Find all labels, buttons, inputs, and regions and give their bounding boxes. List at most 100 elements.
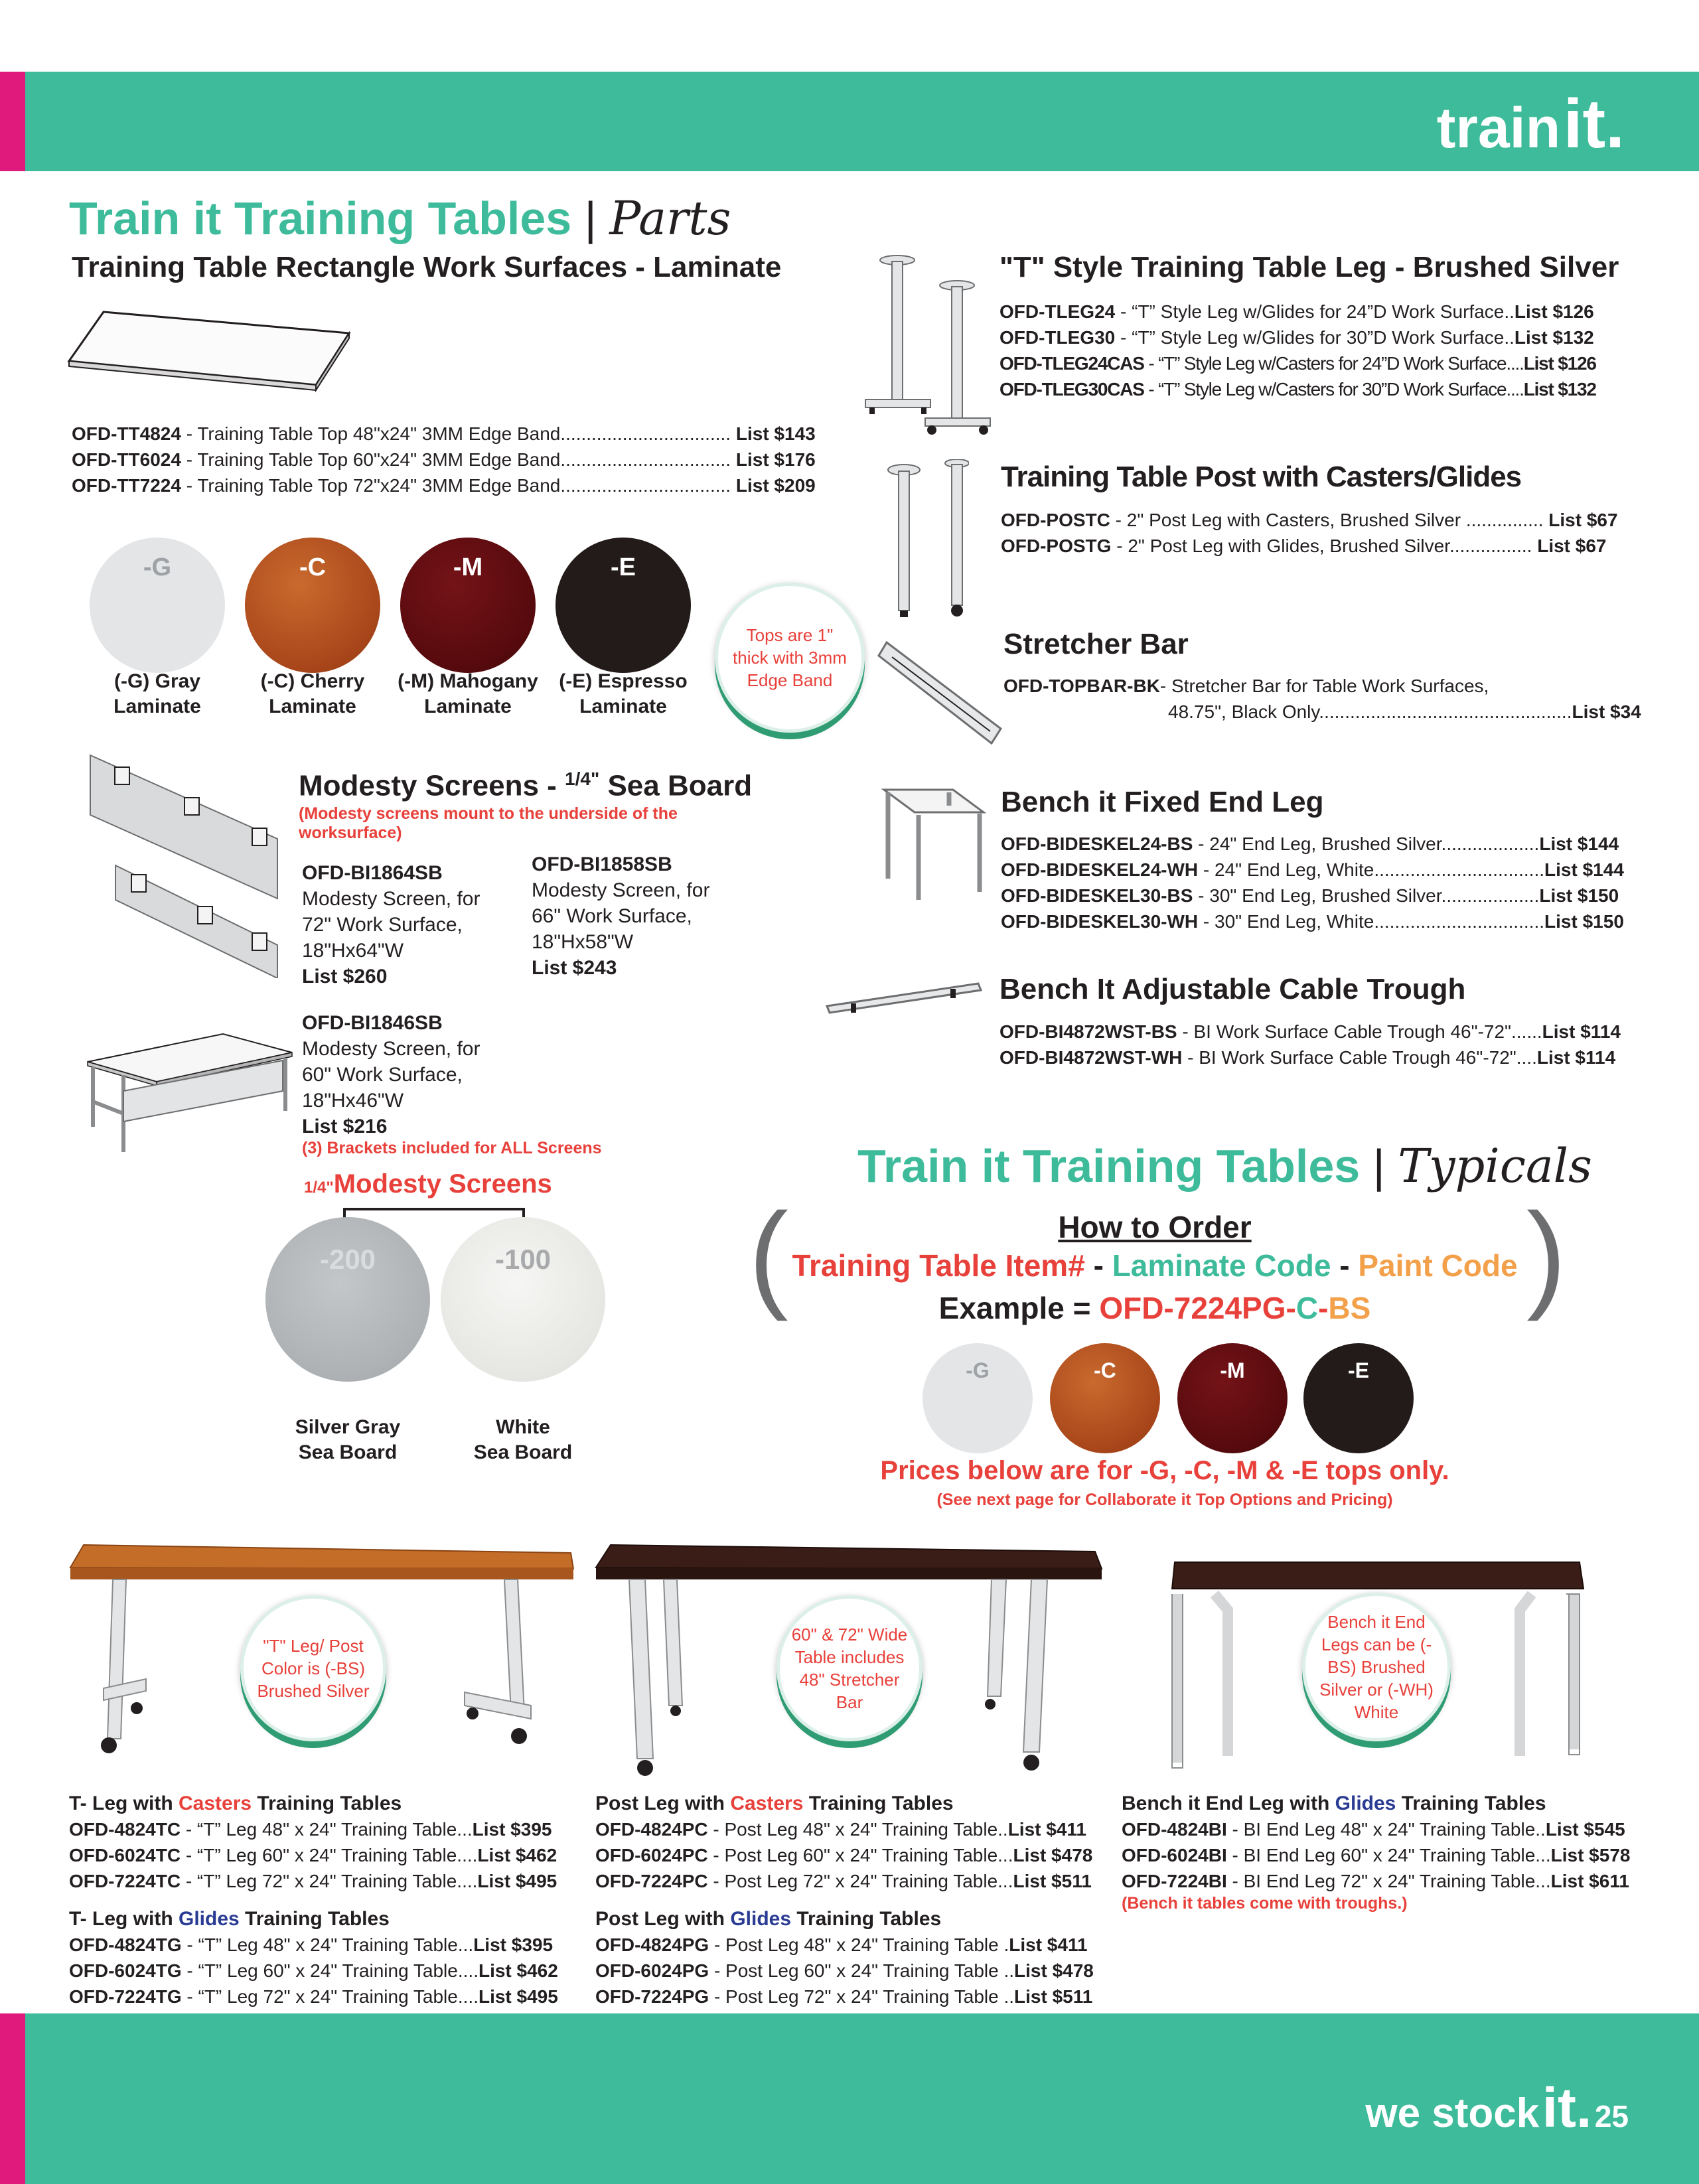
list-item: OFD-TLEG30 - “T” Style Leg w/Glides for …: [999, 327, 1594, 348]
bench-troughs-note: (Bench it tables come with troughs.): [1122, 1894, 1408, 1913]
list-item: OFD-BIDESKEL24-WH - 24" End Leg, White..…: [1001, 859, 1624, 880]
modesty-desk-illustration: [87, 1033, 293, 1152]
list-item: OFD-TT7224 - Training Table Top 72"x24" …: [72, 475, 816, 496]
tleg-glides-list: T- Leg with Glides Training Tables OFD-4…: [69, 1906, 558, 2009]
list-item: OFD-TLEG24CAS - “T” Style Leg w/Casters …: [999, 353, 1597, 374]
list-item: OFD-BIDESKEL30-BS - 30" End Leg, Brushed…: [1001, 885, 1619, 906]
list-item: OFD-TT4824 - Training Table Top 48"x24" …: [72, 423, 816, 444]
laminate-swatch-espresso: -E: [555, 538, 691, 673]
seaboard-swatch-silver: -200: [265, 1217, 430, 1382]
cable-trough-illustration: [825, 982, 983, 1014]
list-item: OFD-POSTC - 2" Post Leg with Casters, Br…: [1001, 510, 1618, 530]
list-item: OFD-7224TG - “T” Leg 72" x 24" Training …: [69, 1986, 558, 2007]
group-heading: T- Leg with Glides Training Tables: [69, 1908, 390, 1930]
stretcher-heading: Stretcher Bar: [1003, 628, 1189, 660]
trough-heading: Bench It Adjustable Cable Trough: [999, 973, 1466, 1005]
stretcher-bar-illustration: [877, 640, 1003, 745]
page-number: 25: [1594, 2099, 1629, 2134]
bench-leg-heading: Bench it Fixed End Leg: [1001, 786, 1324, 818]
footer-we-stock: we stock: [1365, 2090, 1540, 2136]
modesty-finish-heading: 1/4"Modesty Screens: [304, 1169, 552, 1199]
list-item: OFD-6024PG - Post Leg 60" x 24" Training…: [595, 1960, 1094, 1981]
list-item: OFD-4824TC - “T” Leg 48" x 24" Training …: [69, 1819, 552, 1840]
list-item: OFD-7224PG - Post Leg 72" x 24" Training…: [595, 1986, 1093, 2007]
prices-note: Prices below are for -G, -C, -M & -E top…: [880, 1456, 1449, 1485]
list-item: OFD-7224PC - Post Leg 72" x 24" Training…: [595, 1871, 1092, 1891]
list-item: OFD-4824TG - “T” Leg 48" x 24" Training …: [69, 1934, 554, 1955]
t-leg-illustration: [865, 255, 991, 435]
parts-title-bar: |: [584, 192, 597, 244]
modesty-mount-note: (Modesty screens mount to the underside …: [299, 804, 678, 842]
post-heading: Training Table Post with Casters/Glides: [1001, 461, 1522, 493]
order-example: Example = OFD-7224PG-C-BS: [938, 1291, 1371, 1325]
group-heading: T- Leg with Casters Training Tables: [69, 1792, 402, 1814]
tops-info-badge: Tops are 1" thick with 3mm Edge Band: [715, 583, 865, 733]
list-item: OFD-POSTG - 2" Post Leg with Glides, Bru…: [1001, 536, 1607, 556]
post-casters-list: Post Leg with Casters Training Tables OF…: [595, 1790, 1092, 1894]
paren-left: (: [749, 1189, 788, 1322]
prices-sub: (See next page for Collaborate it Top Op…: [936, 1491, 1393, 1509]
group-heading: Bench it End Leg with Glides Training Ta…: [1122, 1792, 1546, 1814]
tleg-casters-list: T- Leg with Casters Training Tables OFD-…: [69, 1790, 557, 1894]
brand-it: it.: [1563, 86, 1625, 163]
footer-accent: [0, 2013, 25, 2184]
group-heading: Post Leg with Glides Training Tables: [595, 1908, 942, 1930]
stretcher-line-2: 48.75", Black Only......................…: [1168, 701, 1641, 722]
work-surfaces-heading: Training Table Rectangle Work Surfaces -…: [72, 251, 782, 283]
t-leg-heading: "T" Style Training Table Leg - Brushed S…: [999, 251, 1619, 283]
group-heading: Post Leg with Casters Training Tables: [595, 1792, 954, 1814]
parts-title-main: Train it Training Tables: [69, 192, 572, 244]
bench-end-leg-illustration: [881, 788, 986, 900]
typical-swatch-espresso: -E: [1303, 1343, 1414, 1453]
list-item: OFD-7224BI - BI End Leg 72" x 24" Traini…: [1122, 1871, 1629, 1891]
list-item: OFD-TLEG24 - “T” Style Leg w/Glides for …: [999, 301, 1594, 322]
work-surfaces-list: OFD-TT4824 - Training Table Top 48"x24" …: [72, 421, 816, 498]
list-item: OFD-6024TC - “T” Leg 60" x 24" Training …: [69, 1845, 557, 1865]
post-leg-illustration: [887, 459, 969, 617]
list-item: OFD-7224TC - “T” Leg 72" x 24" Training …: [69, 1871, 557, 1891]
table-top-illustration: [67, 311, 351, 393]
list-item: OFD-4824PC - Post Leg 48" x 24" Training…: [595, 1819, 1087, 1840]
modesty-heading: Modesty Screens - 1/4" Sea Board: [299, 768, 753, 802]
paren-right: ): [1526, 1189, 1566, 1322]
typical-swatch-mahogany: -M: [1177, 1343, 1288, 1453]
stretcher-included-badge: 60" & 72" Wide Table includes 48" Stretc…: [776, 1595, 923, 1741]
t-leg-color-badge: "T" Leg/ Post Color is (-BS) Brushed Sil…: [240, 1595, 386, 1741]
parts-title-script: Parts: [609, 191, 731, 246]
stretcher-line-1: OFD-TOPBAR-BK- Stretcher Bar for Table W…: [1003, 676, 1489, 696]
order-formula: Training Table Item# - Laminate Code - P…: [792, 1248, 1518, 1283]
how-to-order: How to Order: [1058, 1210, 1252, 1244]
list-item: OFD-6024PC - Post Leg 60" x 24" Training…: [595, 1845, 1093, 1865]
typical-swatch-gray: -G: [923, 1343, 1033, 1453]
list-item: OFD-BI4872WST-BS - BI Work Surface Cable…: [999, 1021, 1621, 1042]
bench-leg-color-badge: Bench it End Legs can be (-BS) Brushed S…: [1302, 1593, 1451, 1741]
post-leg-table-illustration: [595, 1544, 1103, 1776]
footer-brand: we stock it. 25: [1365, 2076, 1629, 2140]
typicals-title: Train it Training Tables | Typicals: [857, 1139, 1592, 1193]
laminate-swatch-gray: -G: [90, 538, 225, 673]
header-band: [0, 72, 1699, 171]
header-brand: train it.: [1437, 85, 1625, 164]
header-accent: [0, 72, 25, 171]
brand-train: train: [1436, 96, 1561, 160]
t-leg-list: OFD-TLEG24 - “T” Style Leg w/Glides for …: [999, 299, 1597, 402]
bench-leg-list: OFD-BIDESKEL24-BS - 24" End Leg, Brushed…: [1001, 831, 1624, 934]
footer-band: [0, 2013, 1699, 2184]
list-item: OFD-6024TG - “T” Leg 60" x 24" Training …: [69, 1960, 558, 1981]
footer-it: it.: [1542, 2076, 1592, 2139]
list-item: OFD-4824PG - Post Leg 48" x 24" Training…: [595, 1934, 1088, 1955]
list-item: OFD-BIDESKEL24-BS - 24" End Leg, Brushed…: [1001, 834, 1619, 854]
post-glides-list: Post Leg with Glides Training Tables OFD…: [595, 1906, 1094, 2009]
list-item: OFD-BIDESKEL30-WH - 30" End Leg, White..…: [1001, 911, 1624, 932]
typical-swatch-cherry: -C: [1050, 1343, 1160, 1453]
bench-table-illustration: [1171, 1562, 1585, 1769]
laminate-swatch-mahogany: -M: [400, 538, 536, 673]
bench-glides-list: Bench it End Leg with Glides Training Ta…: [1122, 1790, 1630, 1913]
